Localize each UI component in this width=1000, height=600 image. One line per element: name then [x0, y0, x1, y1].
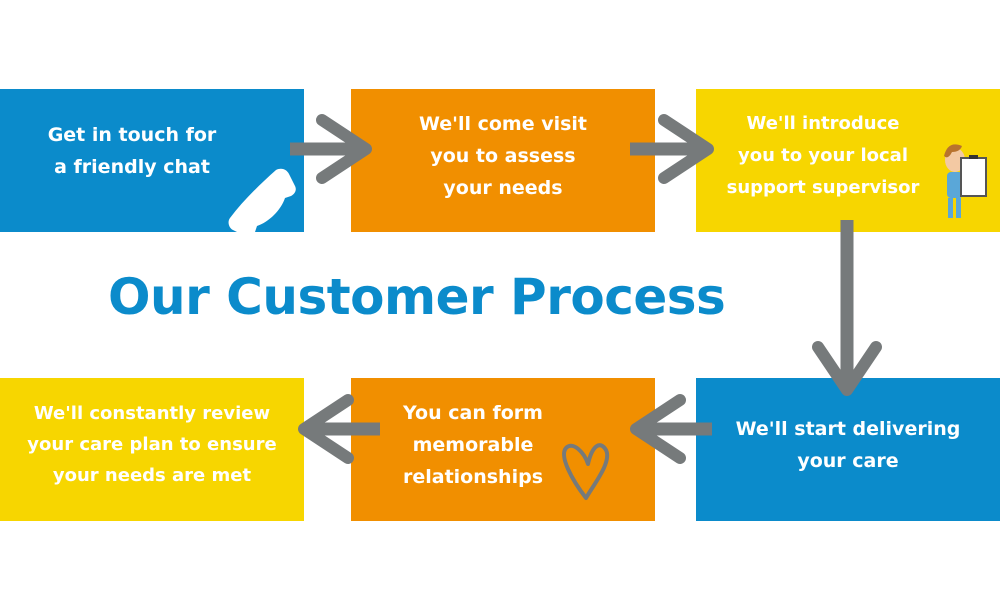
arrow-left-1 — [630, 394, 712, 464]
arrow-right-1 — [290, 114, 372, 184]
step-3-label: We'll introduce you to your local suppor… — [726, 112, 920, 198]
nurse-with-clipboard-icon — [944, 144, 987, 218]
step-1-get-in-touch: Get in touch for a friendly chat — [0, 89, 304, 232]
step-5-label: You can form memorable relationships — [402, 401, 544, 488]
step-2-assess-needs: We'll come visit you to assess your need… — [351, 89, 655, 232]
arrow-right-2 — [630, 114, 714, 184]
step-6-review-care-plan: We'll constantly review your care plan t… — [0, 378, 304, 521]
heart-icon — [562, 443, 610, 500]
arrow-down — [812, 220, 882, 396]
step-6-label: We'll constantly review your care plan t… — [27, 403, 277, 486]
arrow-left-2 — [298, 394, 380, 464]
step-2-label: We'll come visit you to assess your need… — [418, 112, 588, 199]
step-1-label: Get in touch for a friendly chat — [47, 123, 217, 178]
diagram-title: Our Customer Process — [108, 268, 726, 326]
step-4-deliver-care: We'll start delivering your care — [696, 378, 1000, 521]
step-4-label: We'll start delivering your care — [735, 417, 961, 472]
phone-icon — [228, 168, 296, 237]
